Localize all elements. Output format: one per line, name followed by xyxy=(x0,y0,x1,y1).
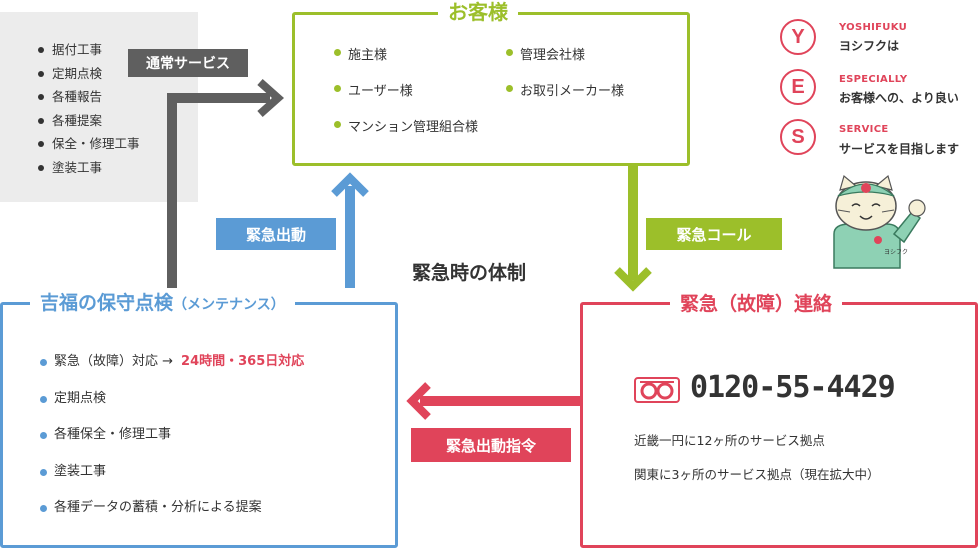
customer-item: ユーザー様 xyxy=(334,80,413,99)
maintenance-item-text: 緊急（故障）対応 → xyxy=(54,354,174,369)
customers-title: お客様 xyxy=(438,0,518,24)
maintenance-box xyxy=(0,302,398,548)
regular-service-arrowhead xyxy=(257,79,285,117)
emergency-dispatch-arrowhead xyxy=(331,172,369,197)
service-item: 塗装工事 xyxy=(38,156,140,180)
maintenance-title-sub: （メンテナンス） xyxy=(173,297,285,313)
yes-desc-y: ヨシフクは xyxy=(839,39,900,53)
maintenance-item: 各種データの蓄積・分析による提案 xyxy=(40,490,304,527)
yes-letter-e: E xyxy=(780,69,816,105)
yes-desc-e: お客様への、より良い xyxy=(839,91,959,105)
maintenance-list: 緊急（故障）対応 → 24時間・365日対応 定期点検 各種保全・修理工事 塗装工… xyxy=(40,344,304,527)
regular-service-arrow xyxy=(167,93,270,288)
customer-item: 管理会社様 xyxy=(506,44,585,63)
customer-item: 施主様 xyxy=(334,44,387,63)
emergency-dispatch-tag: 緊急出動 xyxy=(216,218,336,250)
service-item: 各種提案 xyxy=(38,109,140,133)
service-item: 据付工事 xyxy=(38,38,140,62)
regular-services-panel: 据付工事 定期点検 各種報告 各種提案 保全・修理工事 塗装工事 xyxy=(0,12,198,202)
dispatch-order-arrowhead xyxy=(406,382,431,420)
mascot-cat-icon: ヨシフク xyxy=(833,174,926,269)
maintenance-item: 定期点検 xyxy=(40,381,304,418)
service-base-kinki: 近畿一円に12ヶ所のサービス拠点 xyxy=(634,433,825,448)
maintenance-item: 各種保全・修理工事 xyxy=(40,417,304,454)
service-item: 定期点検 xyxy=(38,62,140,86)
yes-key-e: ESPECIALLY xyxy=(839,74,908,85)
yes-key-y: YOSHIFUKU xyxy=(839,22,908,33)
customer-item: マンション管理組合様 xyxy=(334,116,478,135)
regular-services-list: 据付工事 定期点検 各種報告 各種提案 保全・修理工事 塗装工事 xyxy=(38,38,140,179)
emergency-call-arrowhead xyxy=(614,267,652,292)
maintenance-title: 吉福の保守点検（メンテナンス） xyxy=(30,288,295,320)
support-hours-highlight: 24時間・365日対応 xyxy=(181,354,305,369)
mascot-badge: ヨシフク xyxy=(884,249,908,256)
service-item: 保全・修理工事 xyxy=(38,132,140,156)
center-title: 緊急時の体制 xyxy=(412,262,527,284)
yes-letter-y: Y xyxy=(780,19,816,55)
customer-item: お取引メーカー様 xyxy=(506,80,624,99)
yes-desc-s: サービスを目指します xyxy=(839,142,960,156)
service-item: 各種報告 xyxy=(38,85,140,109)
service-base-kanto: 関東に3ヶ所のサービス拠点（現在拡大中） xyxy=(634,467,880,482)
yes-key-s: SERVICE xyxy=(839,124,889,135)
maintenance-title-main: 吉福の保守点検 xyxy=(40,292,174,314)
maintenance-item: 塗装工事 xyxy=(40,454,304,491)
emergency-contact-title: 緊急（故障）連絡 xyxy=(670,290,843,318)
emergency-contact-box xyxy=(580,302,978,548)
maintenance-item: 緊急（故障）対応 → 24時間・365日対応 xyxy=(40,344,304,381)
regular-service-tag: 通常サービス xyxy=(128,49,248,77)
dispatch-order-tag: 緊急出動指令 xyxy=(411,428,571,462)
emergency-call-tag: 緊急コール xyxy=(646,218,782,250)
phone-number[interactable]: 0120-55-4429 xyxy=(690,370,896,405)
free-dial-icon xyxy=(634,377,680,403)
customers-box xyxy=(292,12,690,166)
yes-letter-s: S xyxy=(780,119,816,155)
